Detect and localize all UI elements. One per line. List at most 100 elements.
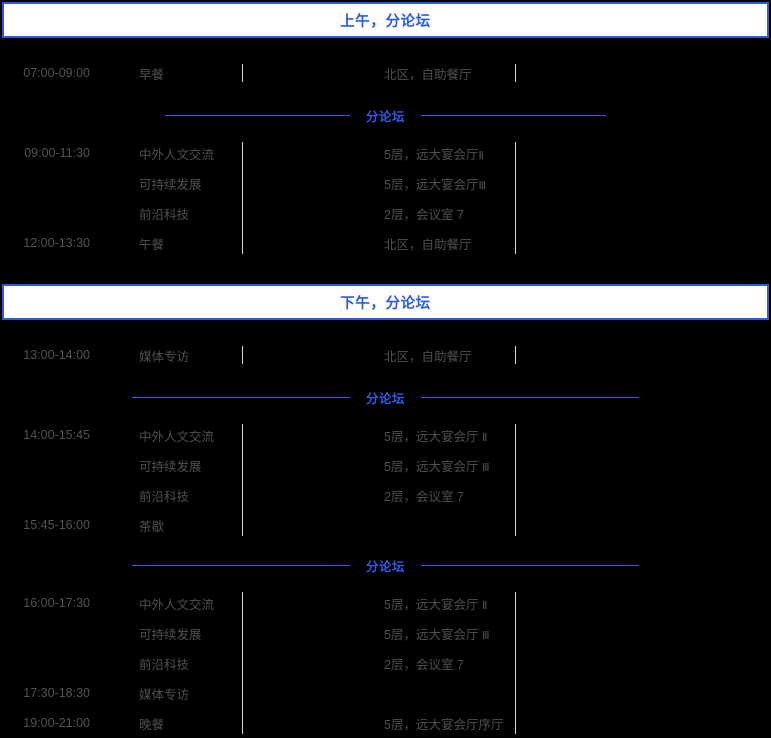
room-numeral: Ⅱ	[481, 598, 488, 612]
row-venue-text: 5层，远大宴会厅	[384, 627, 479, 642]
row-venue: 5层，远大宴会厅 Ⅱ	[369, 594, 771, 613]
spacer	[0, 88, 771, 104]
subforum-divider-3: 分论坛	[0, 554, 771, 576]
row-venue-text: 5层，远大宴会厅	[384, 429, 479, 444]
spacer	[0, 38, 771, 58]
agenda-row[interactable]: 16:00-17:30 中外人文交流 5层，远大宴会厅 Ⅱ	[0, 588, 771, 618]
row-title: 午餐	[139, 237, 165, 252]
row-time: 16:00-17:30	[23, 596, 90, 610]
row-time: 17:30-18:30	[23, 686, 90, 700]
agenda-row[interactable]: 前沿科技 2层，会议室 7	[0, 198, 771, 228]
row-venue-text: 2层，会议室 7	[384, 489, 464, 504]
subforum-label: 分论坛	[366, 109, 406, 124]
agenda-row[interactable]: 13:00-14:00 媒体专访 北区，自助餐厅	[0, 340, 771, 370]
row-divider-left	[242, 346, 243, 364]
group-divider-right	[515, 424, 516, 536]
agenda-row[interactable]: 07:00-09:00 早餐 北区，自助餐厅	[0, 58, 771, 88]
row-venue: 5层，远大宴会厅Ⅲ	[369, 174, 771, 193]
group-divider-left	[242, 592, 243, 734]
divider-rule-left	[132, 564, 350, 566]
afternoon-session-block-2: 16:00-17:30 中外人文交流 5层，远大宴会厅 Ⅱ 可持续发展 5层，远…	[0, 588, 771, 738]
row-venue-text: 5层，远大宴会厅	[384, 177, 479, 192]
afternoon-session-block-1: 14:00-15:45 中外人文交流 5层，远大宴会厅 Ⅱ 可持续发展 5层，远…	[0, 420, 771, 540]
row-title: 早餐	[139, 67, 165, 82]
divider-rule-right	[421, 396, 640, 398]
row-time: 14:00-15:45	[23, 428, 90, 442]
agenda-row[interactable]: 可持续发展 5层，远大宴会厅 Ⅲ	[0, 618, 771, 648]
section-title-morning: 上午，分论坛	[340, 13, 431, 30]
afternoon-intro-block: 13:00-14:00 媒体专访 北区，自助餐厅	[0, 340, 771, 370]
row-divider-right	[515, 346, 516, 364]
row-time: 12:00-13:30	[23, 236, 90, 250]
morning-intro-block: 07:00-09:00 早餐 北区，自助餐厅	[0, 58, 771, 88]
morning-session-block: 09:00-11:30 中外人文交流 5层，远大宴会厅Ⅱ 可持续发展 5层，远大…	[0, 138, 771, 258]
row-venue: 北区，自助餐厅	[369, 64, 771, 83]
divider-rule-left	[165, 114, 350, 116]
agenda-row[interactable]: 17:30-18:30 媒体专访	[0, 678, 771, 708]
room-numeral: Ⅱ	[478, 148, 484, 162]
section-header-morning: 上午，分论坛	[2, 2, 769, 38]
row-time: 13:00-14:00	[23, 348, 90, 362]
room-numeral: Ⅲ	[478, 178, 487, 192]
group-divider-right	[515, 592, 516, 734]
row-venue: 2层，会议室 7	[369, 486, 771, 505]
spacer	[0, 576, 771, 588]
row-venue: 5层，远大宴会厅 Ⅲ	[369, 624, 771, 643]
row-title: 中外人文交流	[139, 429, 215, 444]
agenda-row[interactable]: 14:00-15:45 中外人文交流 5层，远大宴会厅 Ⅱ	[0, 420, 771, 450]
row-venue-text: 5层，远大宴会厅	[384, 597, 479, 612]
spacer	[0, 408, 771, 420]
row-venue-text: 5层，远大宴会厅	[384, 147, 479, 162]
row-title: 可持续发展	[139, 627, 202, 642]
room-numeral: Ⅲ	[481, 460, 490, 474]
row-title: 媒体专访	[139, 349, 190, 364]
row-venue: 5层，远大宴会厅Ⅱ	[369, 144, 771, 163]
room-numeral: Ⅲ	[481, 628, 490, 642]
section-header-afternoon: 下午，分论坛	[2, 284, 769, 320]
row-venue-text: 5层，远大宴会厅序厅	[384, 717, 504, 732]
agenda-row[interactable]: 前沿科技 2层，会议室 7	[0, 480, 771, 510]
divider-rule-right	[421, 114, 607, 116]
row-venue: 北区，自助餐厅	[369, 346, 771, 365]
spacer	[0, 258, 771, 282]
group-divider-right	[515, 142, 516, 254]
row-divider-right	[515, 64, 516, 82]
row-title: 前沿科技	[139, 489, 190, 504]
row-venue: 2层，会议室 7	[369, 204, 771, 223]
agenda-row[interactable]: 12:00-13:30 午餐 北区，自助餐厅	[0, 228, 771, 258]
subforum-divider-2: 分论坛	[0, 386, 771, 408]
group-divider-left	[242, 142, 243, 254]
row-venue: 5层，远大宴会厅 Ⅱ	[369, 426, 771, 445]
row-venue: 北区，自助餐厅	[369, 234, 771, 253]
row-time: 19:00-21:00	[23, 716, 90, 730]
subforum-divider-1: 分论坛	[0, 104, 771, 126]
agenda-row[interactable]: 可持续发展 5层，远大宴会厅 Ⅲ	[0, 450, 771, 480]
row-title: 茶歇	[139, 519, 165, 534]
subforum-label: 分论坛	[366, 391, 406, 406]
row-venue-text: 北区，自助餐厅	[384, 237, 472, 252]
row-venue-text: 北区，自助餐厅	[384, 349, 472, 364]
room-numeral: Ⅱ	[481, 430, 488, 444]
subforum-label: 分论坛	[366, 559, 406, 574]
row-time: 09:00-11:30	[24, 146, 90, 160]
divider-rule-left	[132, 396, 350, 398]
row-divider-left	[242, 64, 243, 82]
agenda-row[interactable]: 前沿科技 2层，会议室 7	[0, 648, 771, 678]
row-venue-text: 北区，自助餐厅	[384, 67, 472, 82]
spacer	[0, 540, 771, 554]
divider-rule-right	[421, 564, 640, 566]
row-time: 07:00-09:00	[23, 66, 90, 80]
row-title: 媒体专访	[139, 687, 190, 702]
row-title: 可持续发展	[139, 177, 202, 192]
row-venue-text: 2层，会议室 7	[384, 207, 464, 222]
agenda-row[interactable]: 可持续发展 5层，远大宴会厅Ⅲ	[0, 168, 771, 198]
agenda-row[interactable]: 19:00-21:00 晚餐 5层，远大宴会厅序厅	[0, 708, 771, 738]
section-title-afternoon: 下午，分论坛	[340, 295, 431, 312]
row-venue: 5层，远大宴会厅 Ⅲ	[369, 456, 771, 475]
agenda-row[interactable]: 15:45-16:00 茶歇	[0, 510, 771, 540]
row-title: 前沿科技	[139, 207, 190, 222]
row-title: 前沿科技	[139, 657, 190, 672]
row-venue-text: 5层，远大宴会厅	[384, 459, 479, 474]
agenda-row[interactable]: 09:00-11:30 中外人文交流 5层，远大宴会厅Ⅱ	[0, 138, 771, 168]
